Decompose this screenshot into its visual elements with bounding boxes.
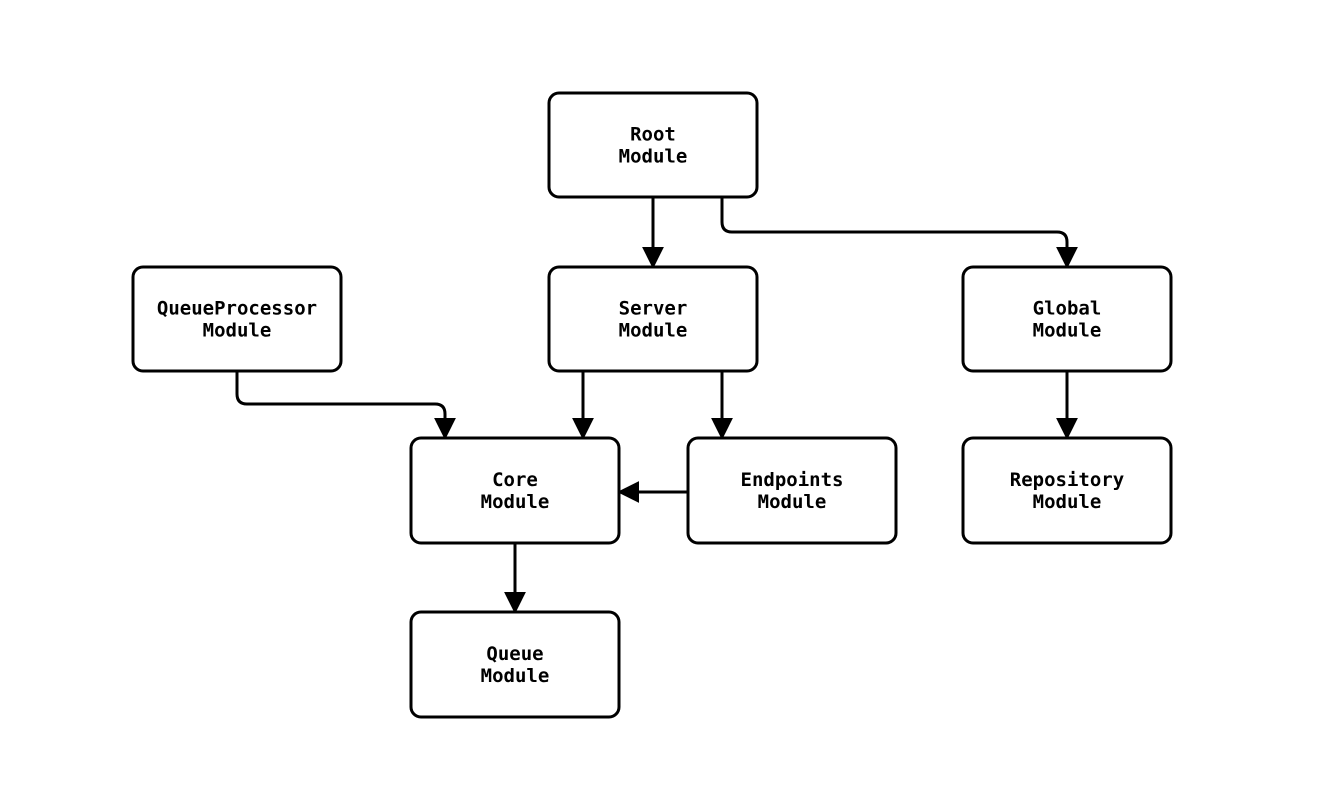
node-repository-box (961, 436, 1173, 545)
node-queueprocessor-box (131, 265, 343, 373)
node-root-box (547, 91, 759, 199)
node-server-box (547, 265, 759, 373)
node-endpoints-box (686, 436, 898, 545)
node-core-box (409, 436, 621, 545)
node-queue-box (409, 610, 621, 719)
edge-root-to-global (720, 197, 1078, 269)
edges-layer (235, 197, 1078, 614)
edge-queueprocessor-to-core (235, 371, 456, 440)
node-global-box (961, 265, 1173, 373)
